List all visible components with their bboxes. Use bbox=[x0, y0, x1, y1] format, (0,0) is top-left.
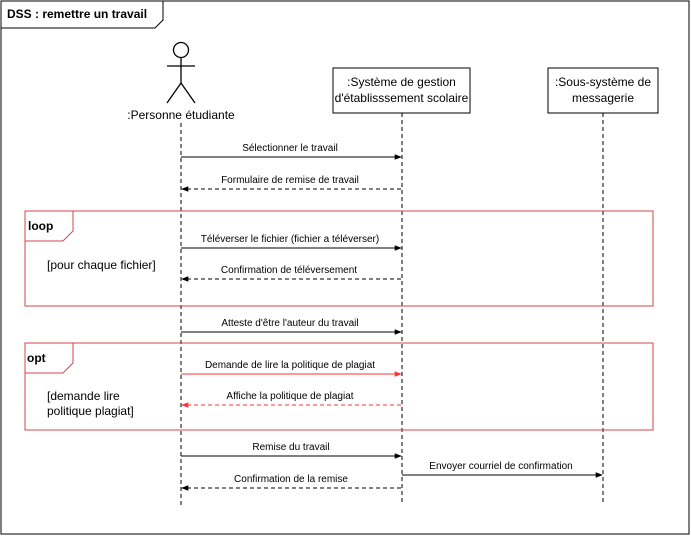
message-upload-confirmation: Confirmation de téléversement bbox=[181, 265, 401, 282]
message-label: Affiche la politique de plagiat bbox=[226, 391, 353, 402]
frame-title-tab bbox=[1, 1, 164, 29]
message-label: Téléverser le fichier (fichier a téléver… bbox=[201, 234, 379, 245]
fragment-loop-box bbox=[24, 210, 654, 307]
participant-messaging: :Sous-système de messagerie bbox=[547, 67, 659, 114]
fragment-opt: opt [demande lire politique plagiat] bbox=[24, 342, 654, 431]
participant-system-box bbox=[332, 67, 471, 114]
participant-messaging-box bbox=[547, 67, 659, 114]
participant-actor: :Personne étudiante bbox=[127, 41, 235, 122]
stick-figure-icon bbox=[166, 41, 196, 104]
frame-title: DSS : remettre un travail bbox=[7, 7, 147, 21]
fragment-opt-guard-line2: politique plagiat] bbox=[47, 404, 134, 418]
messages: Sélectionner le travail Formulaire de re… bbox=[181, 143, 603, 491]
participant-system: :Système de gestion d'établisssement sco… bbox=[332, 67, 471, 114]
message-send-confirmation-email: Envoyer courriel de confirmation bbox=[402, 461, 603, 478]
message-select-work: Sélectionner le travail bbox=[181, 143, 402, 160]
lifelines bbox=[180, 113, 604, 505]
message-label: Confirmation de la remise bbox=[234, 474, 348, 485]
fragment-loop: loop [pour chaque fichier] bbox=[24, 210, 654, 307]
participant-actor-label: :Personne étudiante bbox=[127, 108, 235, 122]
message-upload-file: Téléverser le fichier (fichier a téléver… bbox=[181, 234, 402, 251]
fragment-loop-tab bbox=[25, 211, 74, 242]
participant-system-label-line2: d'établisssement scolaire bbox=[335, 91, 469, 105]
participant-system-label-line1: :Système de gestion bbox=[347, 75, 456, 89]
message-label: Formulaire de remise de travail bbox=[221, 175, 359, 186]
message-show-plagiarism-policy: Affiche la politique de plagiat bbox=[181, 391, 401, 408]
fragment-opt-operator: opt bbox=[27, 351, 46, 365]
participant-messaging-label-line2: messagerie bbox=[572, 91, 634, 105]
fragment-opt-guard-line1: [demande lire bbox=[47, 389, 120, 403]
message-label: Envoyer courriel de confirmation bbox=[429, 461, 572, 472]
message-attest-author: Atteste d'être l'auteur du travail bbox=[181, 318, 402, 335]
message-label: Sélectionner le travail bbox=[242, 143, 338, 154]
fragment-loop-guard: [pour chaque fichier] bbox=[47, 258, 156, 272]
fragment-loop-operator: loop bbox=[28, 219, 53, 233]
message-submit-work: Remise du travail bbox=[181, 442, 402, 459]
message-label: Remise du travail bbox=[252, 442, 329, 453]
message-label: Atteste d'être l'auteur du travail bbox=[221, 318, 358, 329]
message-submission-form: Formulaire de remise de travail bbox=[181, 175, 401, 192]
participant-messaging-label-line1: :Sous-système de bbox=[555, 75, 651, 89]
message-request-plagiarism-policy: Demande de lire la politique de plagiat bbox=[181, 360, 402, 377]
fragment-opt-box bbox=[24, 342, 654, 431]
message-submission-confirmation: Confirmation de la remise bbox=[181, 474, 401, 491]
fragment-opt-tab bbox=[25, 343, 74, 374]
message-label: Confirmation de téléversement bbox=[221, 265, 357, 276]
message-label: Demande de lire la politique de plagiat bbox=[205, 360, 375, 371]
